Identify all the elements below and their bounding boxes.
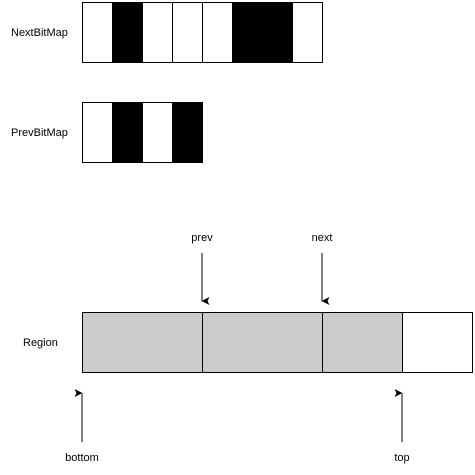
next-pointer: next (312, 232, 333, 305)
next-bitmap-cell-clear (172, 2, 203, 63)
prev-bitmap-cell-set (112, 102, 143, 163)
region-segment-used (82, 312, 203, 373)
next-bitmap-cell-set (262, 2, 293, 63)
prev-bitmap-cell-set (172, 102, 203, 163)
next-bitmap-cell-clear (292, 2, 323, 63)
top-pointer-label: top (394, 452, 409, 464)
next-bitmap-cell-set (232, 2, 263, 63)
prev-bitmap (82, 102, 203, 163)
top-pointer: top (394, 389, 410, 464)
next-pointer-label: next (312, 232, 333, 244)
prev-bitmap-cell-clear (142, 102, 173, 163)
bottom-pointer-label: bottom (65, 452, 99, 464)
region-segment-free (402, 312, 473, 373)
region-segment-used (202, 312, 323, 373)
region-label: Region (23, 337, 58, 349)
next-bitmap-cell-clear (202, 2, 233, 63)
prev-pointer: prev (191, 232, 213, 305)
region-bar (82, 312, 473, 373)
next-bitmap-label: NextBitMap (11, 27, 68, 39)
next-bitmap-cell-set (112, 2, 143, 63)
prev-bitmap-label: PrevBitMap (11, 127, 68, 139)
prev-bitmap-cell-clear (82, 102, 113, 163)
bottom-pointer: bottom (65, 389, 99, 464)
next-bitmap (82, 2, 323, 63)
next-bitmap-cell-clear (142, 2, 173, 63)
region-segment-used (322, 312, 403, 373)
next-bitmap-cell-clear (82, 2, 113, 63)
prev-pointer-label: prev (191, 232, 213, 244)
